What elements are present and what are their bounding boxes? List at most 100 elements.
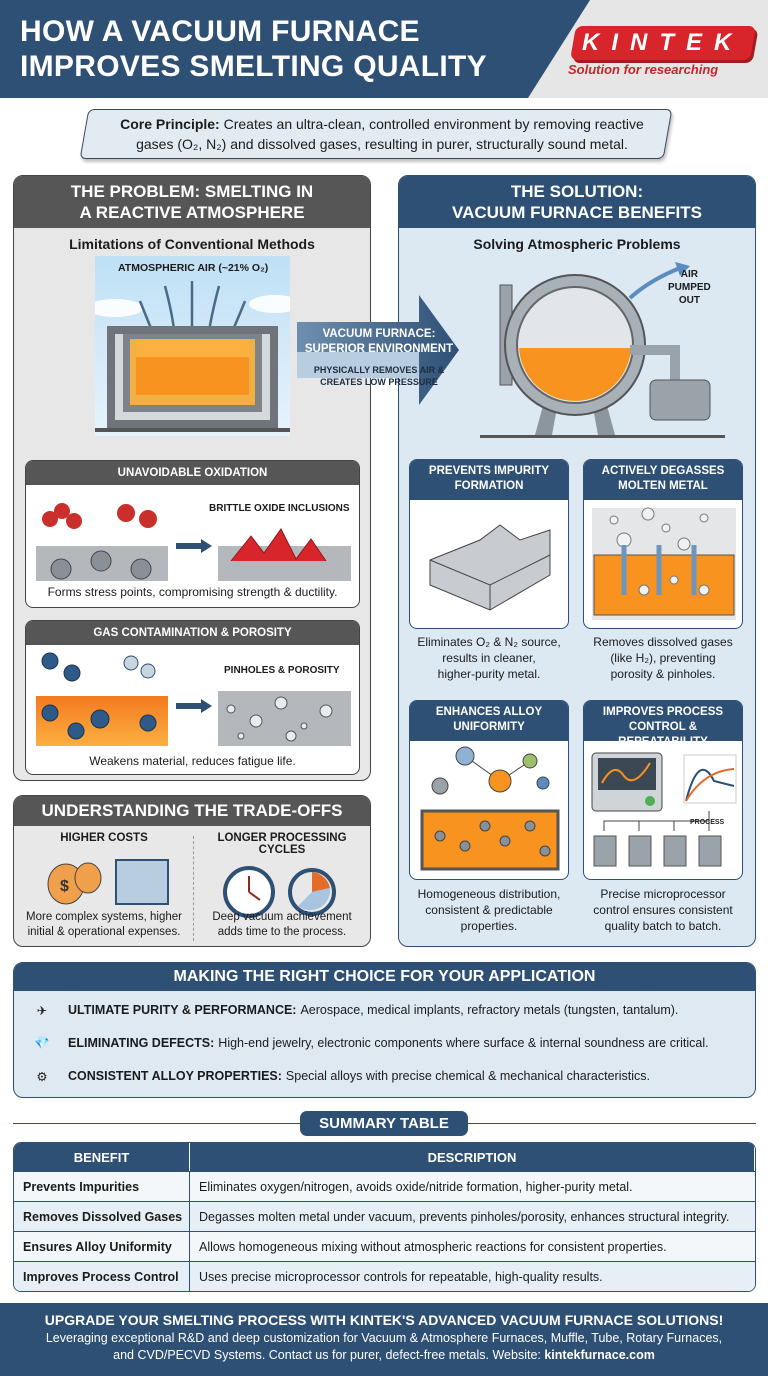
benefit-cell: Improves Process Control xyxy=(14,1261,190,1291)
description-cell: Allows homogeneous mixing without atmosp… xyxy=(190,1231,755,1261)
transition-arrow-icon xyxy=(297,295,459,405)
benefit-cell: Prevents Impurities xyxy=(14,1171,190,1201)
card-title-1: ENHANCES ALLOY xyxy=(435,706,543,718)
problem-title-1: THE PROBLEM: SMELTING IN xyxy=(70,182,314,201)
description-cell: Eliminates oxygen/nitrogen, avoids oxide… xyxy=(190,1171,755,1201)
oxidation-caption: Forms stress points, compromising streng… xyxy=(47,585,338,599)
choice-text: Aerospace, medical implants, refractory … xyxy=(300,1003,679,1017)
oxidation-illustration xyxy=(36,503,351,581)
money-machine-icon: $ xyxy=(47,859,169,905)
choice-title: MAKING THE RIGHT CHOICE FOR YOUR APPLICA… xyxy=(14,963,755,991)
atmospheric-air-label: ATMOSPHERIC AIR (~21% O₂) xyxy=(118,262,269,274)
benefit-cell: Ensures Alloy Uniformity xyxy=(14,1231,190,1261)
problem-subtitle: Limitations of Conventional Methods xyxy=(69,236,315,252)
arrow-title-2: SUPERIOR ENVIRONMENT xyxy=(304,343,454,355)
problem-title: THE PROBLEM: SMELTING IN A REACTIVE ATMO… xyxy=(14,176,370,228)
card-title-2: CONTROL & REPEATABILITY xyxy=(618,721,708,748)
core-text-1: Creates an ultra-clean, controlled envir… xyxy=(223,116,644,132)
longer-cycles-title: LONGER PROCESSING CYCLES xyxy=(217,832,347,856)
cap-1: Homogeneous distribution, xyxy=(417,887,561,901)
solution-subtitle: Solving Atmospheric Problems xyxy=(473,236,681,252)
gear-icon: ⚙ xyxy=(36,1069,48,1084)
core-principle-label: Core Principle: xyxy=(120,116,220,132)
choice-item: ⚙ CONSISTENT ALLOY PROPERTIES:Special al… xyxy=(24,1063,650,1089)
card-title-2: UNIFORMITY xyxy=(453,721,525,733)
cycle-cap-1: Deep vacuum achievement xyxy=(212,911,352,923)
cap-1: Removes dissolved gases xyxy=(593,635,733,649)
card-title-1: ACTIVELY DEGASSES xyxy=(601,465,725,477)
title-line-1: HOW A VACUUM FURNACE xyxy=(20,15,420,48)
svg-text:$: $ xyxy=(60,878,69,895)
oxidation-subpanel: UNAVOIDABLE OXIDATION BRITTLE OXIDE INCL… xyxy=(25,460,360,608)
brand-name: KINTEK xyxy=(582,29,744,56)
airplane-icon: ✈ xyxy=(36,1003,48,1018)
footer-line-1: Leveraging exceptional R&D and deep cust… xyxy=(45,1331,723,1345)
cap-2: (like H₂), preventing xyxy=(610,651,716,665)
pinholes-label: PINHOLES & POROSITY xyxy=(224,665,340,676)
core-principle-text: Core Principle: Creates an ultra-clean, … xyxy=(96,114,668,154)
alloy-mixing-icon xyxy=(420,746,560,871)
table-header-row: BENEFIT DESCRIPTION xyxy=(14,1143,755,1171)
conventional-furnace-illustration xyxy=(87,256,301,436)
cap-2: results in cleaner, xyxy=(442,651,536,665)
diamond-icon: 💎 xyxy=(34,1035,50,1050)
choice-item: 💎 ELIMINATING DEFECTS:High-end jewelry, … xyxy=(24,1030,709,1056)
air-label-3: OUT xyxy=(678,295,700,306)
higher-costs-column: HIGHER COSTS $ More complex systems, hig… xyxy=(16,832,192,938)
footer-headline: UPGRADE YOUR SMELTING PROCESS WITH KINTE… xyxy=(44,1312,724,1328)
description-cell: Uses precise microprocessor controls for… xyxy=(190,1261,755,1291)
website-link[interactable]: kintekfurnace.com xyxy=(544,1348,655,1362)
card-caption: Homogeneous distribution, consistent & pr… xyxy=(403,886,575,934)
card-title-2: FORMATION xyxy=(454,480,524,492)
brittle-oxide-label: BRITTLE OXIDE INCLUSIONS xyxy=(209,503,350,514)
gas-caption: Weakens material, reduces fatigue life. xyxy=(89,754,296,768)
cost-cap-1: More complex systems, higher xyxy=(26,911,182,923)
cycle-cap-2: adds time to the process. xyxy=(217,926,347,938)
card-caption: Eliminates O₂ & N₂ source, results in cle… xyxy=(403,634,575,682)
card-caption: Precise microprocessor control ensures co… xyxy=(577,886,749,934)
clock-icon xyxy=(223,866,336,918)
metal-ingot-icon xyxy=(429,524,551,611)
choice-label: CONSISTENT ALLOY PROPERTIES: xyxy=(68,1069,282,1083)
cap-3: porosity & pinholes. xyxy=(610,667,716,681)
choice-text: High-end jewelry, electronic components … xyxy=(218,1036,709,1050)
benefit-cell: Removes Dissolved Gases xyxy=(14,1201,190,1231)
cap-3: quality batch to batch. xyxy=(604,919,722,933)
arrow-sub-1: PHYSICALLY REMOVES AIR & xyxy=(313,365,445,375)
footer-cta: UPGRADE YOUR SMELTING PROCESS WITH KINTE… xyxy=(0,1303,768,1376)
cost-cap-2: initial & operational expenses. xyxy=(27,926,181,938)
footer-body: Leveraging exceptional R&D and deep cust… xyxy=(0,1330,768,1364)
cap-2: control ensures consistent xyxy=(593,903,733,917)
kintek-logo[interactable]: KINTEK xyxy=(570,26,756,60)
arrow-title-1: VACUUM FURNACE: xyxy=(322,328,436,340)
solution-title: THE SOLUTION: VACUUM FURNACE BENEFITS xyxy=(399,176,755,228)
vacuum-furnace-illustration xyxy=(480,262,725,438)
card-alloy-uniformity: ENHANCES ALLOY UNIFORMITY xyxy=(409,700,569,880)
col-benefit: BENEFIT xyxy=(14,1143,190,1171)
card-title: ENHANCES ALLOY UNIFORMITY xyxy=(410,701,568,741)
card-caption: Removes dissolved gases (like H₂), preven… xyxy=(577,634,749,682)
solution-title-2: VACUUM FURNACE BENEFITS xyxy=(452,203,702,222)
core-text-2: gases (O₂, N₂) and dissolved gases, resu… xyxy=(136,136,628,152)
choice-label: ELIMINATING DEFECTS: xyxy=(68,1036,215,1050)
description-cell: Degasses molten metal under vacuum, prev… xyxy=(190,1201,755,1231)
air-pumped-out-label: AIR PUMPED OUT xyxy=(668,268,711,307)
cap-1: Precise microprocessor xyxy=(600,887,726,901)
tradeoffs-divider xyxy=(193,836,194,941)
brand-tagline: Solution for researching xyxy=(568,62,719,77)
cap-2: consistent & predictable xyxy=(425,903,553,917)
choice-label: ULTIMATE PURITY & PERFORMANCE: xyxy=(68,1003,297,1017)
oxidation-title: UNAVOIDABLE OXIDATION xyxy=(26,461,359,485)
cap-1: Eliminates O₂ & N₂ source, xyxy=(417,635,561,649)
cap-3: higher-purity metal. xyxy=(437,667,541,681)
page-title: HOW A VACUUM FURNACE IMPROVES SMELTING Q… xyxy=(20,14,487,84)
